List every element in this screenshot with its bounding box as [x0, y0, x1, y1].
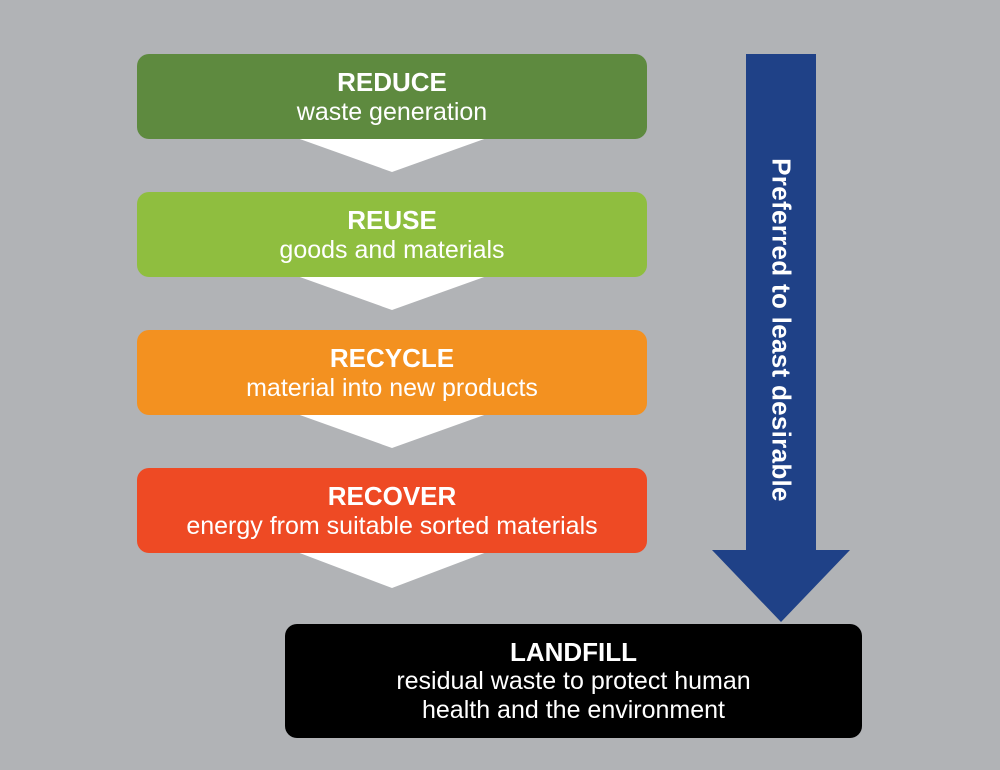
step-recover-subtitle: energy from suitable sorted materials — [186, 511, 598, 540]
step-reduce: REDUCE waste generation — [137, 54, 647, 139]
step-reuse: REUSE goods and materials — [137, 192, 647, 277]
connector-recycle-recover — [297, 414, 487, 448]
step-recycle-subtitle: material into new products — [246, 373, 538, 402]
step-landfill: LANDFILL residual waste to protect human… — [285, 624, 862, 738]
step-landfill-subtitle-line2: health and the environment — [422, 696, 725, 724]
step-reuse-title: REUSE — [347, 204, 437, 235]
step-landfill-title: LANDFILL — [509, 637, 638, 667]
step-reduce-title: REDUCE — [337, 66, 447, 97]
connector-recover-landfill — [297, 552, 487, 588]
connector-reuse-recycle — [297, 276, 487, 310]
step-landfill-subtitle-line1: residual waste to protect human — [396, 667, 751, 695]
step-recover-title: RECOVER — [327, 480, 457, 511]
step-reuse-subtitle: goods and materials — [279, 235, 505, 264]
step-recycle-title: RECYCLE — [329, 342, 455, 373]
preference-arrow — [712, 54, 850, 622]
arrow-down-icon — [712, 54, 850, 622]
step-recycle: RECYCLE material into new products — [137, 330, 647, 415]
step-recover: RECOVER energy from suitable sorted mate… — [137, 468, 647, 553]
connector-reduce-reuse — [297, 138, 487, 172]
arrow-label: Preferred to least desirable — [766, 158, 797, 502]
step-reduce-subtitle: waste generation — [296, 97, 488, 126]
